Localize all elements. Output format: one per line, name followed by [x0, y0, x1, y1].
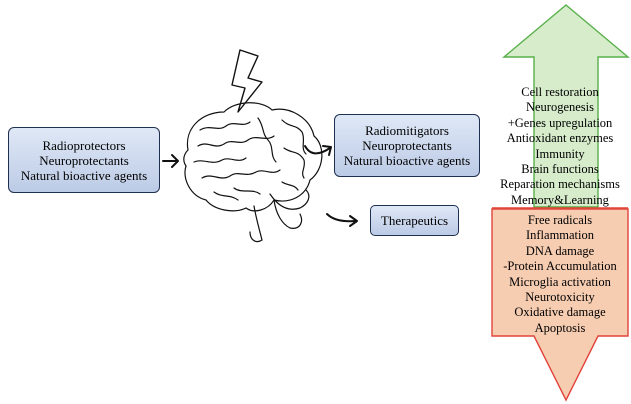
down-effect-item: Inflammation — [525, 228, 595, 243]
down-effect-item: Oxidative damage — [514, 305, 606, 320]
brain-icon — [183, 102, 323, 243]
input-line-2: Neuroprotectants — [39, 152, 129, 168]
mitigator-line-2: Neuroprotectants — [362, 138, 452, 153]
down-effect-item: Microglia activation — [509, 274, 611, 289]
radioprotectors-box: Radioprotectors Neuroprotectants Natural… — [8, 127, 160, 193]
down-effect-item: Apoptosis — [534, 320, 586, 335]
therapeutics-box: Therapeutics — [370, 205, 459, 236]
up-effect-item: Antioxidant enzymes — [506, 131, 614, 146]
downregulation-arrow — [491, 208, 629, 402]
up-effect-item: Memory&Learning — [511, 192, 609, 207]
down-effect-item: Free radicals — [527, 213, 593, 227]
input-line-3: Natural bioactive agents — [20, 167, 148, 183]
downregulated-effects-list: Free radicals Inflammation DNA damage -P… — [492, 213, 628, 336]
up-effect-item: +Genes upregulation — [507, 115, 613, 130]
up-effect-item: Immunity — [535, 146, 585, 161]
upregulation-arrow — [502, 4, 630, 208]
down-effect-item: -Protein Accumulation — [503, 259, 617, 274]
up-effect-item: Cell restoration — [521, 85, 599, 99]
connector-arrows — [162, 145, 358, 227]
up-effect-item: Neurogenesis — [525, 100, 595, 115]
up-effect-item: Reparation mechanisms — [500, 177, 620, 192]
brain-to-therapeutics-arrow — [326, 213, 358, 227]
therapeutics-label: Therapeutics — [380, 213, 449, 228]
radiomitigators-box: Radiomitigators Neuroprotectants Natural… — [334, 114, 480, 177]
up-effect-item: Brain functions — [521, 162, 599, 177]
mitigator-line-1: Radiomitigators — [365, 123, 449, 138]
lightning-icon — [231, 49, 263, 113]
brain-to-mitigators-arrow — [304, 145, 332, 156]
down-effect-item: DNA damage — [525, 243, 595, 258]
input-line-1: Radioprotectors — [42, 137, 126, 153]
upregulated-effects-list: Cell restoration Neurogenesis +Genes upr… — [492, 85, 628, 208]
mitigator-line-3: Natural bioactive agents — [343, 153, 471, 168]
input-to-brain-arrow — [162, 154, 179, 168]
down-effect-item: Neurotoxicity — [525, 290, 595, 305]
